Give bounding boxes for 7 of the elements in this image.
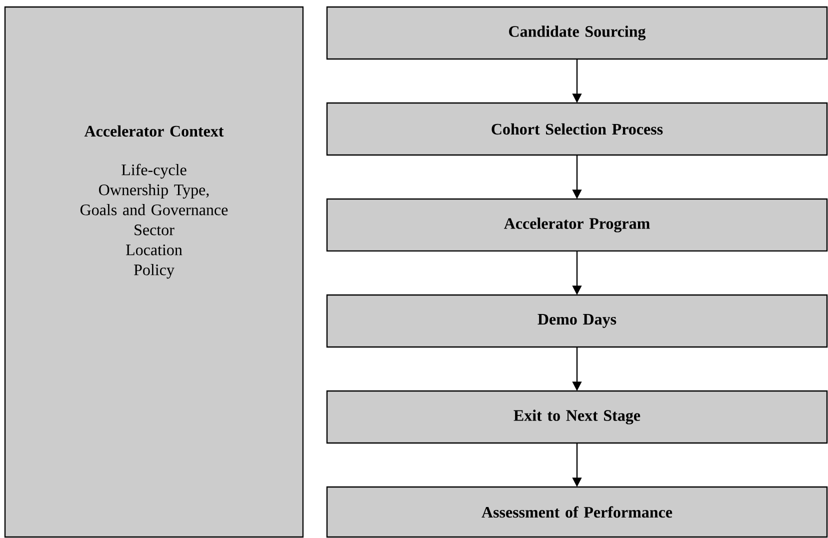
process-box: Candidate Sourcing <box>326 6 828 60</box>
process-box: Exit to Next Stage <box>326 390 828 444</box>
context-box: Accelerator Context Life-cycle Ownership Type, Goals and Governance Sector Location Policy <box>4 6 304 538</box>
process-box: Accelerator Program <box>326 198 828 252</box>
process-box: Demo Days <box>326 294 828 348</box>
process-box: Assessment of Performance <box>326 486 828 538</box>
process-box: Cohort Selection Process <box>326 102 828 156</box>
